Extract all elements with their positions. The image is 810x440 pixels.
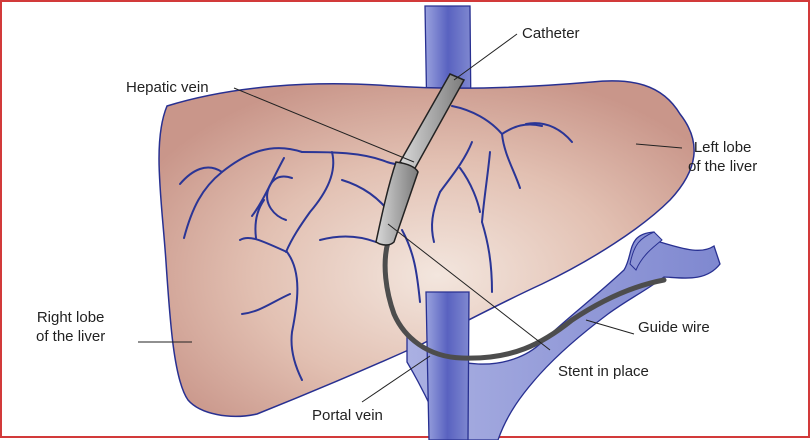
label-left-lobe-line2: of the liver: [688, 157, 757, 176]
label-left-lobe: Left lobe of the liver: [688, 138, 757, 176]
label-portal-vein: Portal vein: [312, 406, 383, 425]
label-right-lobe: Right lobe of the liver: [36, 308, 105, 346]
label-left-lobe-line1: Left lobe: [688, 138, 757, 157]
label-catheter: Catheter: [522, 24, 580, 43]
label-right-lobe-line1: Right lobe: [36, 308, 105, 327]
label-hepatic-vein: Hepatic vein: [126, 78, 209, 97]
label-right-lobe-line2: of the liver: [36, 327, 105, 346]
inferior-vena-cava-lower: [426, 292, 469, 440]
label-guide-wire: Guide wire: [638, 318, 710, 337]
label-stent: Stent in place: [558, 362, 649, 381]
